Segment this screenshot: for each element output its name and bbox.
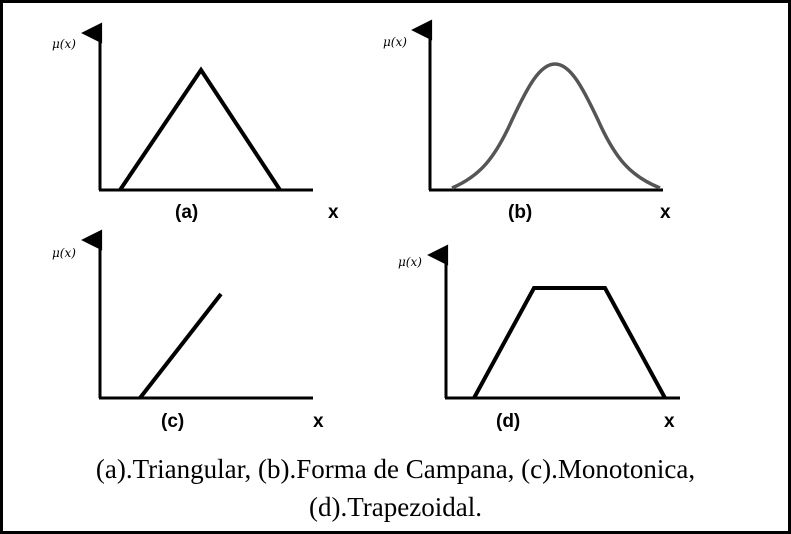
panel-b: μ(x) (b) x (383, 19, 671, 223)
x-axis-label: x (660, 202, 671, 223)
caption-line-2: (d).Trapezoidal. (309, 492, 482, 522)
panel-label: (a) (175, 202, 198, 223)
y-axis-label: μ(x) (383, 35, 407, 49)
panel-label: (d) (496, 411, 520, 432)
trapezoidal-curve (472, 286, 667, 399)
y-axis-label: μ(x) (398, 255, 422, 269)
y-axis-label: μ(x) (52, 246, 76, 260)
x-axis-label: x (313, 411, 324, 432)
figure-caption: (a).Triangular, (b).Forma de Campana, (c… (0, 450, 791, 526)
x-axis-label: x (664, 411, 675, 432)
bell-curve (451, 62, 661, 190)
panel-d: μ(x) (d) x (398, 244, 680, 432)
panel-label: (c) (161, 411, 184, 432)
panel-label: (b) (508, 202, 532, 223)
monotonic-curve (138, 292, 223, 400)
x-axis-label: x (328, 202, 339, 223)
triangular-curve (118, 66, 282, 192)
caption-line-1: (a).Triangular, (b).Forma de Campana, (c… (95, 454, 696, 484)
y-axis-label: μ(x) (52, 37, 76, 51)
panel-c: μ(x) (c) x (52, 229, 324, 432)
panel-a: μ(x) (a) x (52, 22, 339, 223)
